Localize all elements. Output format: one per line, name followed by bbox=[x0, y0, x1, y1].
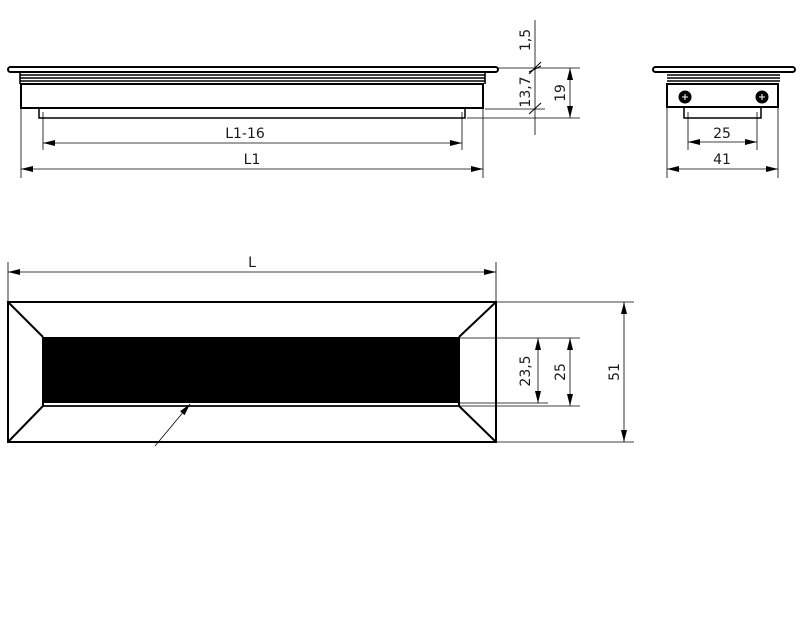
dim-thickness: 1,5 13,7 bbox=[518, 20, 542, 135]
plan-outer-frame bbox=[7, 301, 497, 443]
dim-25-end: 25 bbox=[688, 126, 757, 145]
brush-leader-arrow bbox=[154, 403, 191, 447]
dim-label-l: L bbox=[248, 255, 256, 271]
end-view: 25 41 bbox=[652, 66, 796, 178]
side-body bbox=[20, 83, 484, 109]
dim-l1: L1 bbox=[21, 152, 483, 172]
dim-23-5: 23,5 bbox=[518, 338, 541, 403]
dim-41: 41 bbox=[667, 152, 778, 172]
end-lower-insert bbox=[683, 106, 762, 119]
dim-25-plan: 25 bbox=[553, 338, 573, 406]
plan-extension-lines bbox=[7, 262, 634, 443]
screw-icon bbox=[678, 90, 692, 104]
dim-label-l1-16: L1-16 bbox=[225, 126, 265, 142]
dim-label-l1: L1 bbox=[244, 152, 261, 168]
side-extension-lines bbox=[20, 67, 580, 178]
side-view: L1-16 L1 1,5 13,7 19 bbox=[7, 20, 580, 178]
side-threads bbox=[19, 72, 486, 84]
side-flange bbox=[7, 66, 499, 73]
plan-bevel-lines bbox=[7, 301, 497, 443]
end-flange bbox=[652, 66, 796, 73]
screw-icon bbox=[755, 90, 769, 104]
dim-label-25-plan: 25 bbox=[553, 363, 569, 381]
dim-51: 51 bbox=[607, 302, 627, 442]
dim-label-1-5: 1,5 bbox=[518, 29, 534, 51]
dim-label-25: 25 bbox=[713, 126, 731, 142]
dim-19: 19 bbox=[553, 68, 573, 118]
end-threads bbox=[667, 74, 780, 82]
plan-view: L 23,5 25 51 bbox=[7, 255, 634, 447]
dim-label-23-5: 23,5 bbox=[518, 355, 534, 386]
plan-brush-opening bbox=[43, 337, 459, 403]
side-lower-insert bbox=[38, 107, 466, 119]
dim-label-41: 41 bbox=[713, 152, 731, 168]
dim-label-13-7: 13,7 bbox=[518, 76, 534, 107]
dim-label-51: 51 bbox=[607, 363, 623, 381]
dim-label-19: 19 bbox=[553, 84, 569, 102]
dim-l1-16: L1-16 bbox=[43, 126, 462, 146]
dim-l: L bbox=[8, 255, 496, 275]
